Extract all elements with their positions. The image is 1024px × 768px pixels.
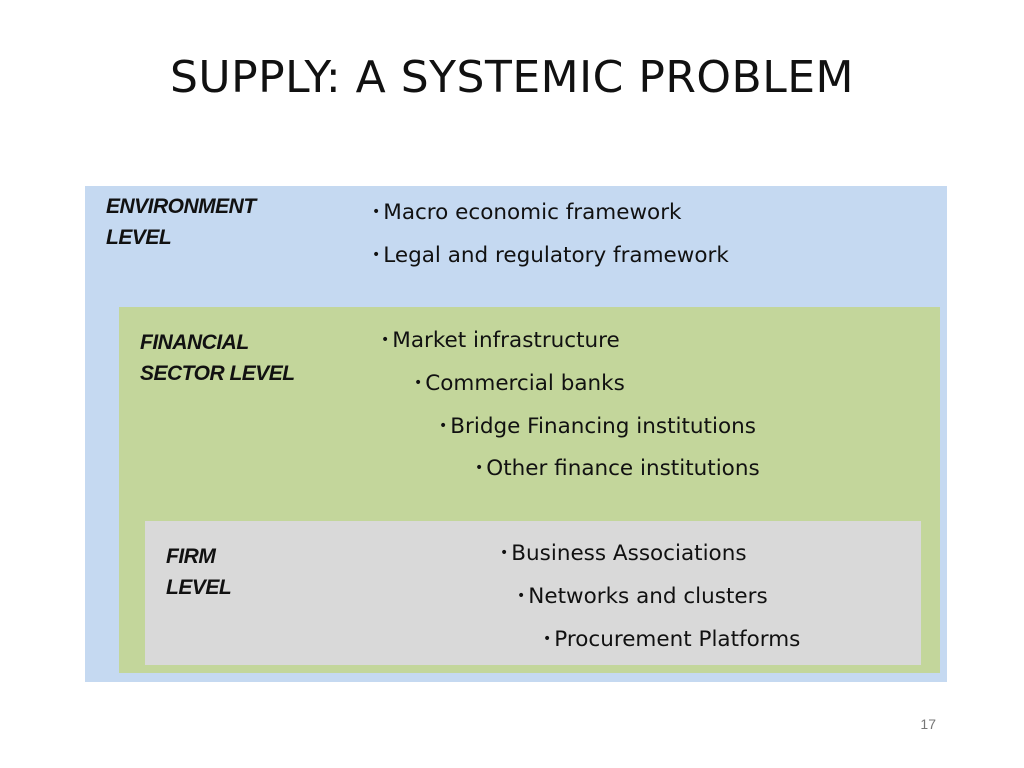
firm-item: •Business Associations — [500, 541, 747, 566]
bullet-icon: • — [543, 631, 552, 647]
bullet-icon: • — [372, 204, 381, 220]
financial-sector-item: •Commercial banks — [414, 371, 625, 396]
slide-title: SUPPLY: A SYSTEMIC PROBLEM — [169, 52, 855, 103]
environment-level-label: ENVIRONMENT LEVEL — [106, 195, 256, 249]
bullet-icon: • — [517, 588, 526, 604]
environment-item: •Legal and regulatory framework — [372, 243, 729, 268]
firm-item: •Procurement Platforms — [543, 627, 801, 652]
financial-sector-item: •Bridge Financing institutions — [439, 414, 756, 439]
bullet-icon: • — [414, 375, 423, 391]
bullet-icon: • — [381, 332, 390, 348]
firm-item: •Networks and clusters — [517, 584, 768, 609]
financial-sector-item: •Market infrastructure — [381, 328, 620, 353]
bullet-icon: • — [475, 460, 484, 476]
bullet-icon: • — [500, 545, 509, 561]
page-number: 17 — [920, 716, 936, 732]
financial-sector-item: •Other finance institutions — [475, 456, 760, 481]
firm-level-label: FIRM LEVEL — [166, 545, 232, 599]
firm-level-box — [145, 521, 921, 665]
financial-sector-level-label: FINANCIAL SECTOR LEVEL — [140, 331, 295, 385]
bullet-icon: • — [439, 418, 448, 434]
bullet-icon: • — [372, 247, 381, 263]
environment-item: •Macro economic framework — [372, 200, 682, 225]
